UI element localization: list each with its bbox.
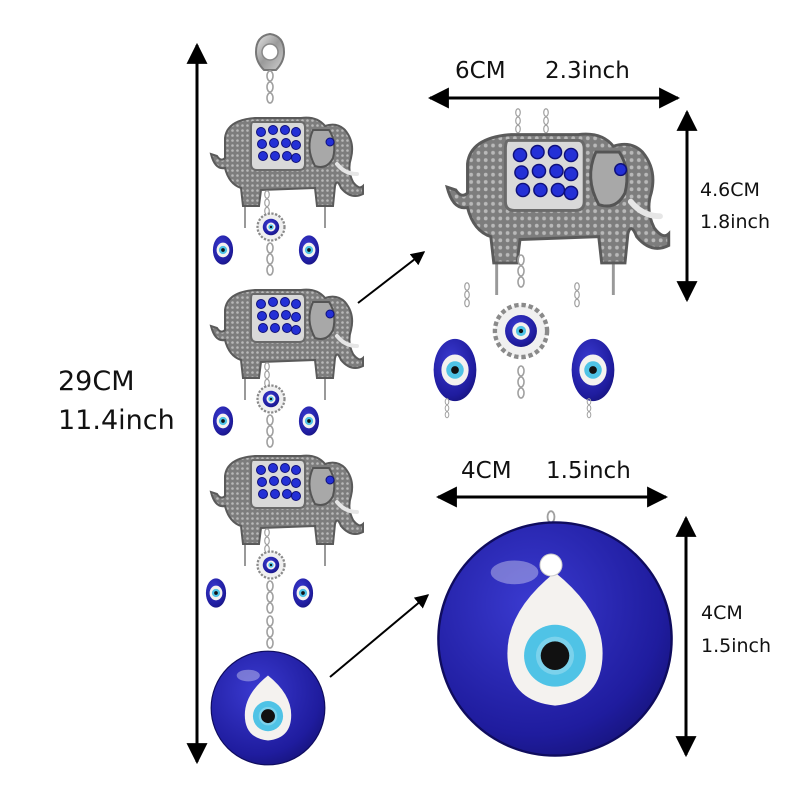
total-length-inch: 11.4inch xyxy=(58,405,175,436)
elephant-width-cm: 6CM xyxy=(455,58,506,84)
eye-width-inch: 1.5inch xyxy=(546,458,631,484)
pointer-arrow-eye xyxy=(329,594,430,678)
eye-height-inch: 1.5inch xyxy=(701,635,772,657)
evil-eye-pendant-small xyxy=(210,650,326,766)
total-length-cm: 29CM xyxy=(58,366,135,397)
elephant-height-inch: 1.8inch xyxy=(700,211,771,233)
evil-eye-closeup xyxy=(437,510,673,757)
elephant-charm-2 xyxy=(209,287,365,400)
elephant-charm-3 xyxy=(209,453,365,566)
elephant-width-inch: 2.3inch xyxy=(545,58,630,84)
elephant-height-cm: 4.6CM xyxy=(700,179,760,201)
eye-height-cm: 4CM xyxy=(701,602,743,624)
hanging-ornament xyxy=(205,32,365,766)
elephant-closeup xyxy=(433,108,669,419)
elephant-charm-1 xyxy=(209,115,365,228)
pointer-arrow-elephant xyxy=(357,251,426,304)
eye-width-cm: 4CM xyxy=(461,458,512,484)
